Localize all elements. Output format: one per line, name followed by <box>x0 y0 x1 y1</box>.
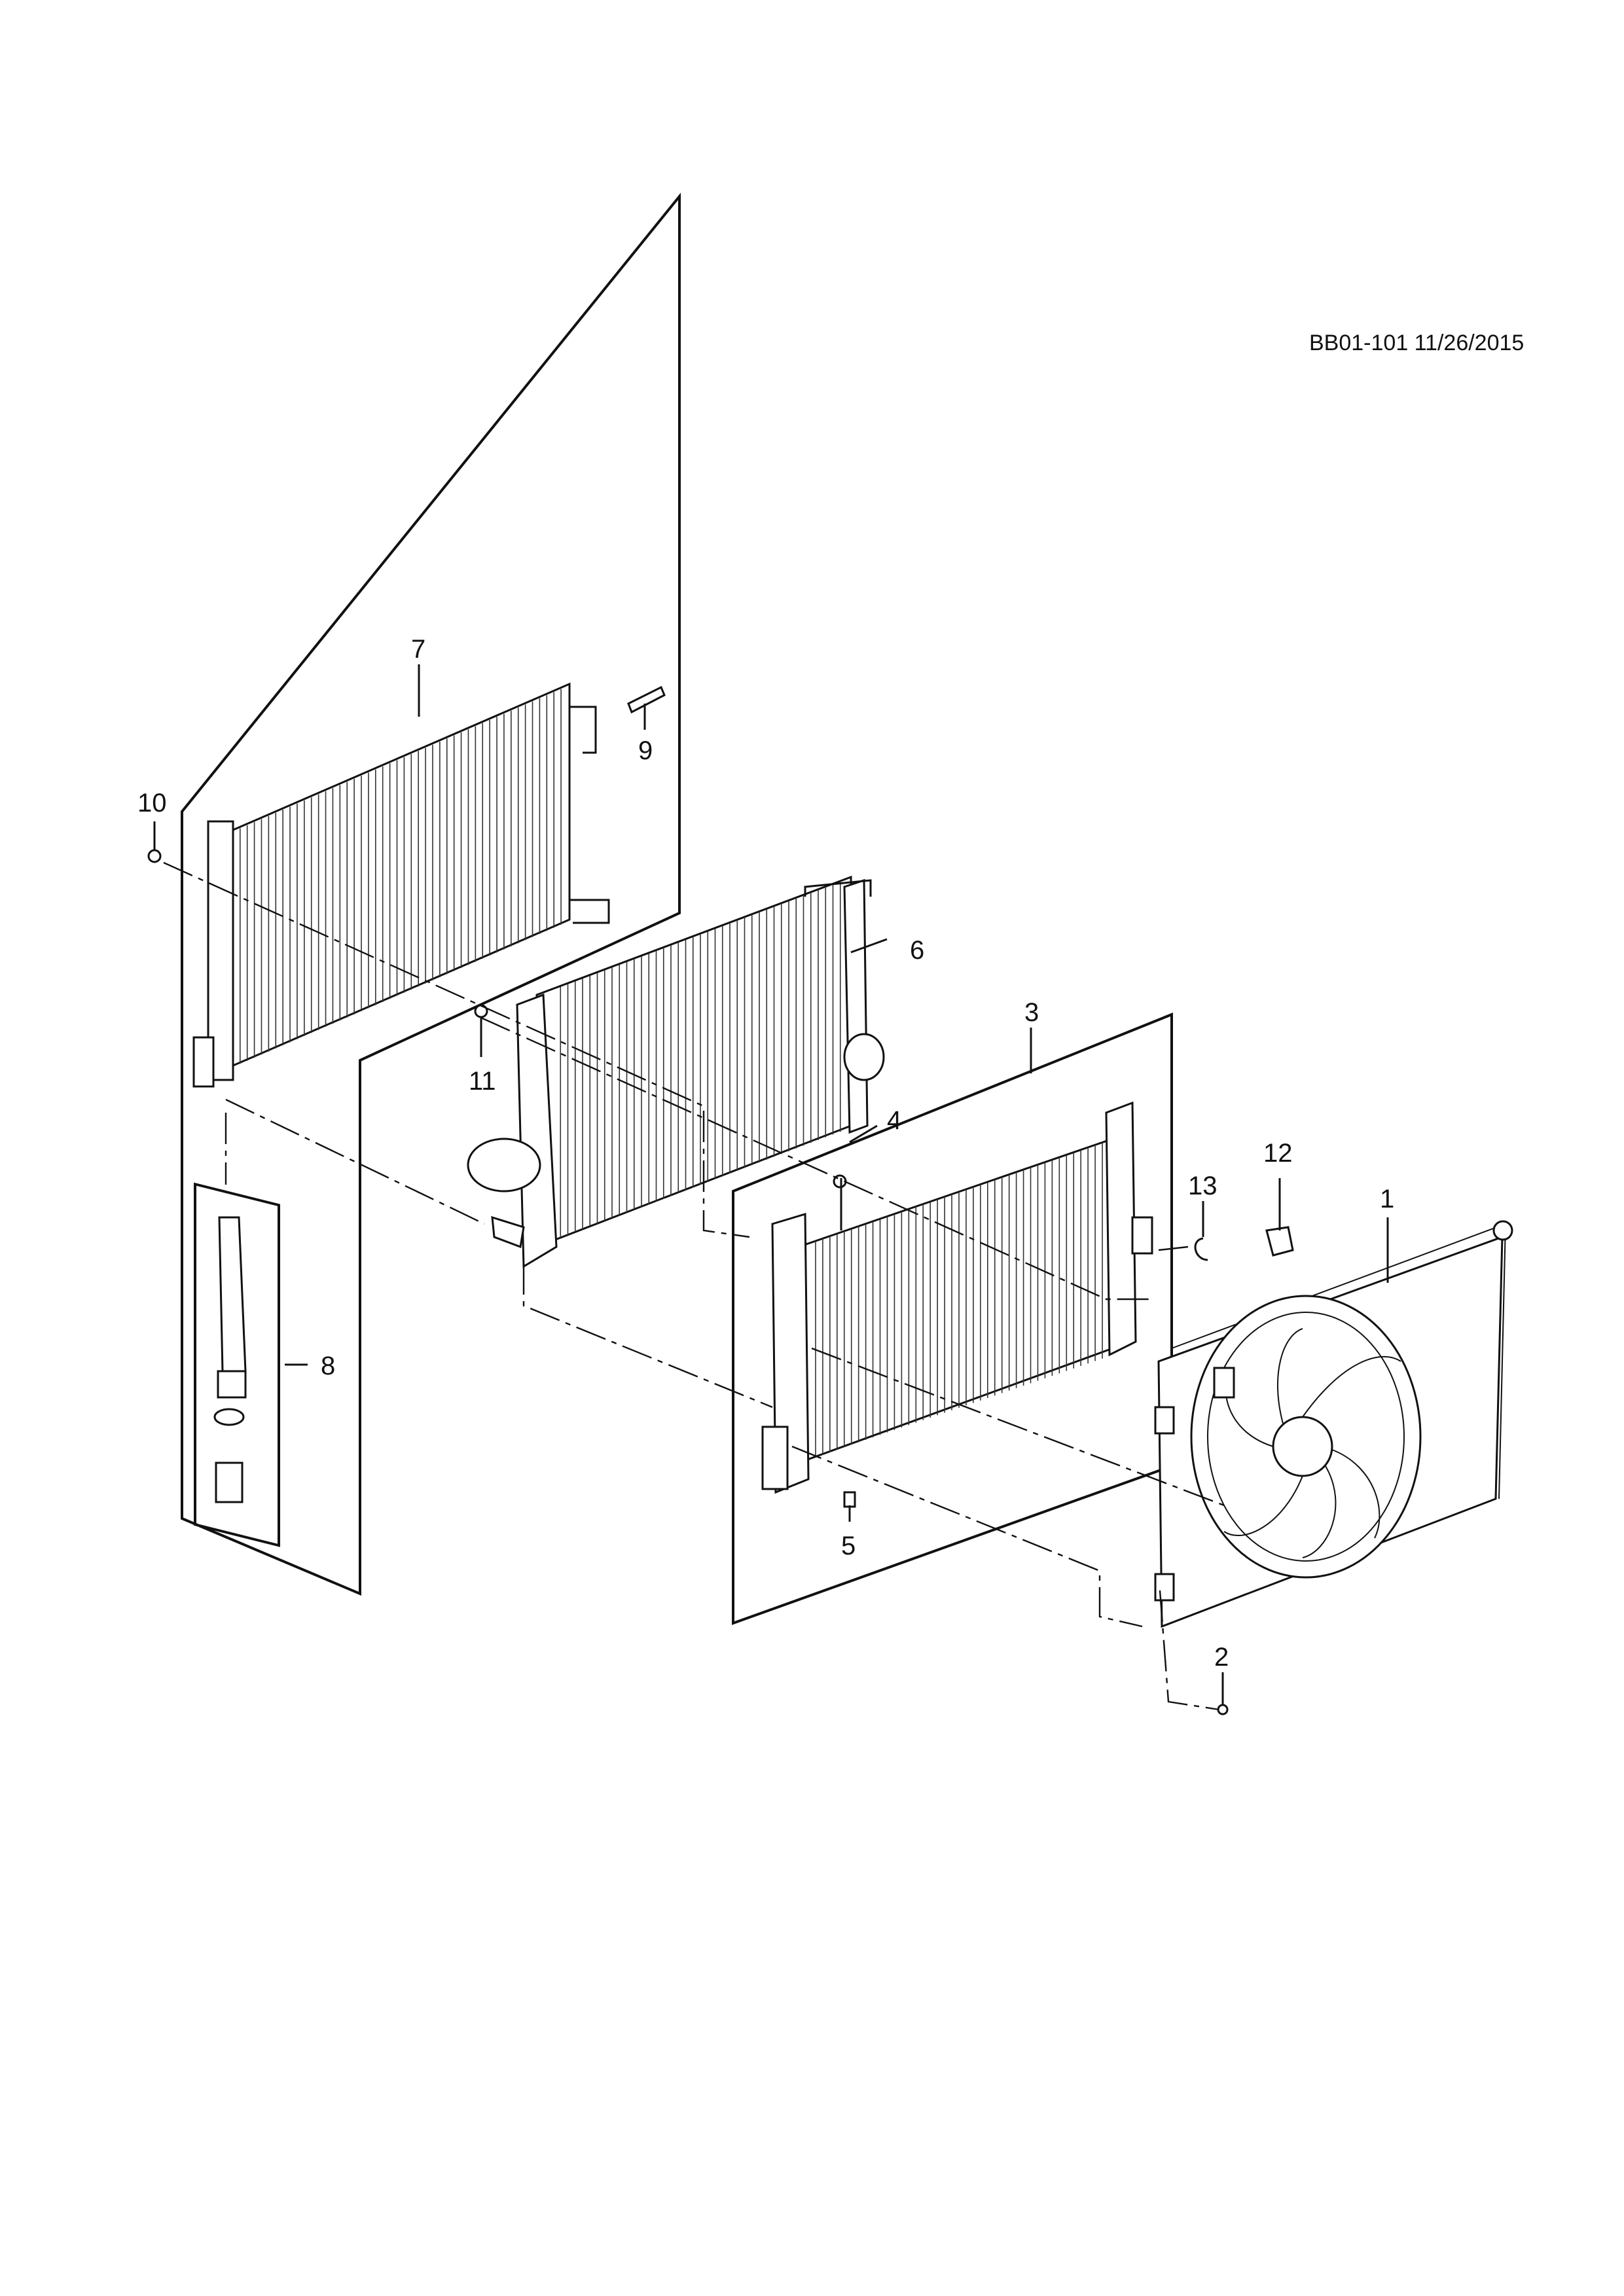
callout-1: 1 <box>1380 1185 1394 1213</box>
drawing-reference: BB01-101 11/26/2015 <box>1309 331 1525 355</box>
callout-8: 8 <box>321 1352 335 1380</box>
leader-lines <box>153 664 1389 1705</box>
condenser-bolt <box>147 849 162 863</box>
callout-2: 2 <box>1214 1643 1229 1672</box>
fan-bolt <box>1217 1704 1229 1715</box>
intercooler-bolt <box>474 1004 488 1018</box>
assembly-lines <box>163 861 1225 1711</box>
group-panel-dryer <box>194 1182 280 1547</box>
drain-valve <box>1265 1226 1294 1257</box>
callout-10: 10 <box>137 789 167 817</box>
callout-3: 3 <box>1024 998 1039 1027</box>
callout-11: 11 <box>469 1067 496 1096</box>
callout-9: 9 <box>638 736 653 765</box>
fan-shroud-assembly <box>1154 1220 1513 1628</box>
stud-bolt <box>627 685 666 714</box>
group-panel-condenser <box>181 192 681 1596</box>
callout-5: 5 <box>841 1532 856 1560</box>
callout-labels: 7 9 10 6 11 3 4 8 5 12 13 1 2 <box>137 635 1394 1672</box>
receiver-dryer <box>213 1216 247 1503</box>
radiator-insulator-lower <box>843 1491 856 1508</box>
radiator <box>761 1101 1153 1494</box>
callout-4: 4 <box>887 1106 901 1135</box>
callout-13: 13 <box>1188 1172 1218 1200</box>
group-panel-radiator <box>732 1013 1173 1625</box>
condenser <box>192 682 610 1088</box>
callout-7: 7 <box>411 635 425 664</box>
callout-12: 12 <box>1263 1139 1293 1168</box>
retaining-clip <box>1194 1237 1208 1261</box>
intercooler <box>467 875 885 1268</box>
callout-6: 6 <box>910 936 924 965</box>
